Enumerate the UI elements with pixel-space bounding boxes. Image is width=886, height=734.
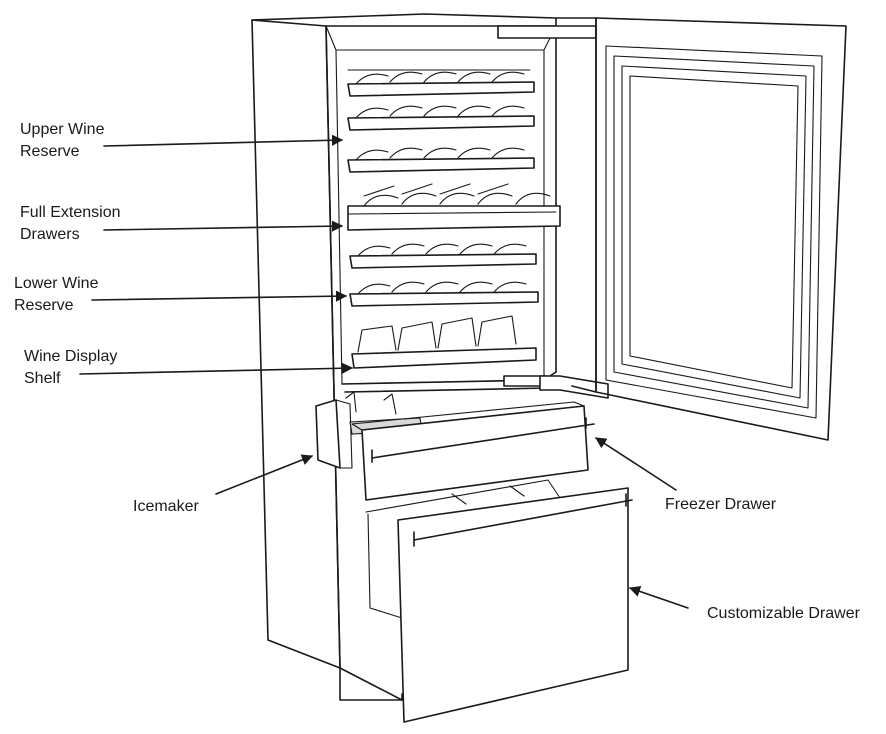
upper-wine-reserve-racks: [347, 69, 535, 173]
callout-arrows: [79, 134, 689, 609]
arrow-full-extension-drawers: [103, 220, 344, 232]
label-line: Shelf: [24, 370, 61, 387]
label-line: Freezer Drawer: [665, 496, 777, 513]
arrow-customizable-drawer: [628, 585, 689, 609]
label-line: Upper Wine: [20, 121, 105, 138]
arrow-icemaker: [215, 454, 314, 495]
hinge-top: [497, 25, 597, 39]
label-upper-wine-reserve: Upper Wine Reserve: [20, 119, 104, 163]
label-lower-wine-reserve: Lower Wine Reserve: [14, 273, 98, 317]
wine-display-shelf: [351, 315, 537, 369]
freezer-drawer: [351, 401, 595, 501]
label-line: Lower Wine: [14, 275, 99, 292]
label-line: Reserve: [14, 297, 74, 314]
label-line: Full Extension: [20, 204, 121, 221]
full-extension-drawer: [347, 183, 561, 231]
label-full-extension-drawers: Full Extension Drawers: [20, 202, 121, 246]
label-icemaker: Icemaker: [133, 496, 199, 518]
label-freezer-drawer: Freezer Drawer: [665, 494, 776, 516]
label-line: Wine Display: [24, 348, 118, 365]
label-wine-display-shelf: Wine Display Shelf: [24, 346, 117, 390]
arrow-freezer-drawer: [595, 437, 677, 491]
label-line: Customizable Drawer: [707, 605, 860, 622]
label-line: Drawers: [20, 226, 80, 243]
lower-wine-reserve-racks: [349, 243, 539, 307]
label-line: Icemaker: [133, 498, 199, 515]
label-line: Reserve: [20, 143, 80, 160]
customizable-drawer: [365, 479, 633, 723]
hinge-bottom: [503, 375, 609, 399]
arrow-wine-display-shelf: [79, 362, 354, 375]
label-customizable-drawer: Customizable Drawer: [707, 603, 860, 625]
arrow-upper-wine-reserve: [103, 134, 344, 147]
open-door: [555, 17, 847, 441]
arrow-lower-wine-reserve: [91, 290, 348, 302]
